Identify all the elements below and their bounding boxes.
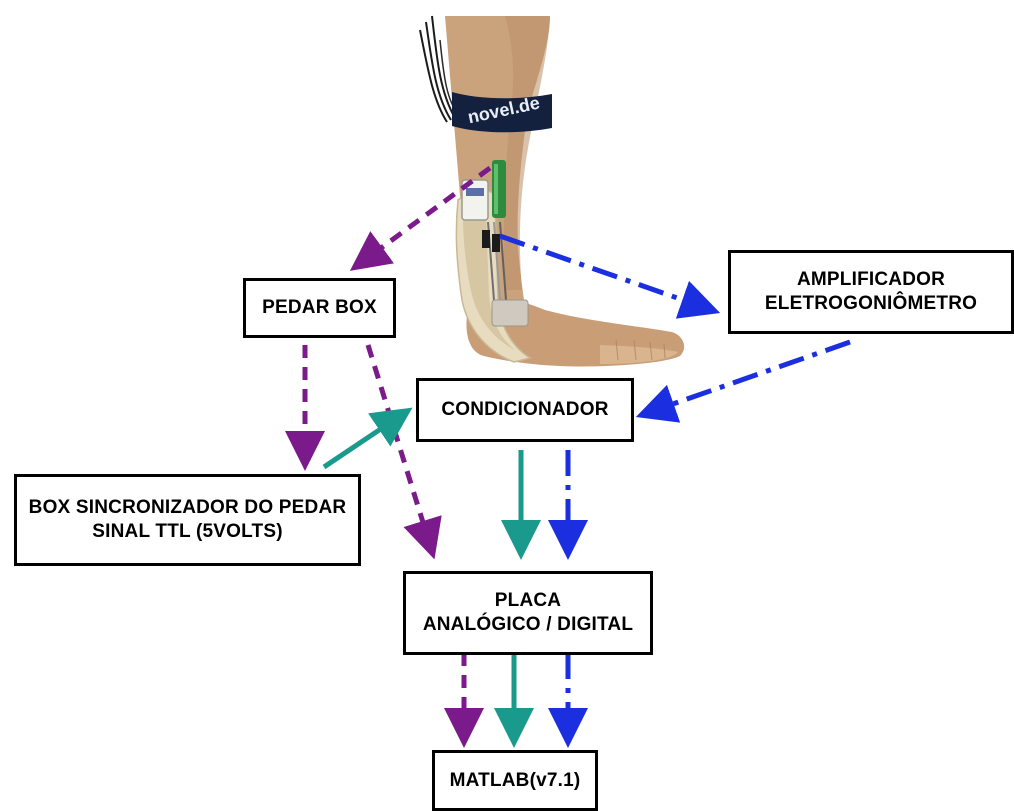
arrow-dashdot-icon — [500, 236, 706, 308]
condicionador-label: CONDICIONADOR — [441, 398, 608, 422]
foot-ankle-photo-icon: novel.de — [420, 16, 684, 367]
amplificador-label-line-2: ELETROGONIÔMETRO — [765, 292, 977, 316]
condicionador-node: CONDICIONADOR — [416, 378, 634, 442]
placa-label-line-1: PLACA — [495, 589, 561, 613]
amplificador-label-line-1: AMPLIFICADOR — [797, 268, 945, 292]
box-sincronizador-node: BOX SINCRONIZADOR DO PEDAR SINAL TTL (5V… — [14, 474, 361, 566]
matlab-label: MATLAB(v7.1) — [450, 769, 581, 793]
arrow-solid-icon — [324, 416, 400, 467]
matlab-node: MATLAB(v7.1) — [432, 750, 598, 811]
placa-label-line-2: ANALÓGICO / DIGITAL — [423, 613, 633, 637]
arrow-dashed-icon — [368, 345, 430, 545]
amplificador-node: AMPLIFICADOR ELETROGONIÔMETRO — [728, 250, 1014, 334]
pedar-box-node: PEDAR BOX — [243, 278, 396, 338]
pedar-box-label: PEDAR BOX — [262, 296, 377, 320]
box-sincronizador-label-line-1: BOX SINCRONIZADOR DO PEDAR — [29, 496, 347, 520]
box-sincronizador-label-line-2: SINAL TTL (5VOLTS) — [92, 520, 282, 544]
placa-node: PLACA ANALÓGICO / DIGITAL — [403, 571, 653, 655]
